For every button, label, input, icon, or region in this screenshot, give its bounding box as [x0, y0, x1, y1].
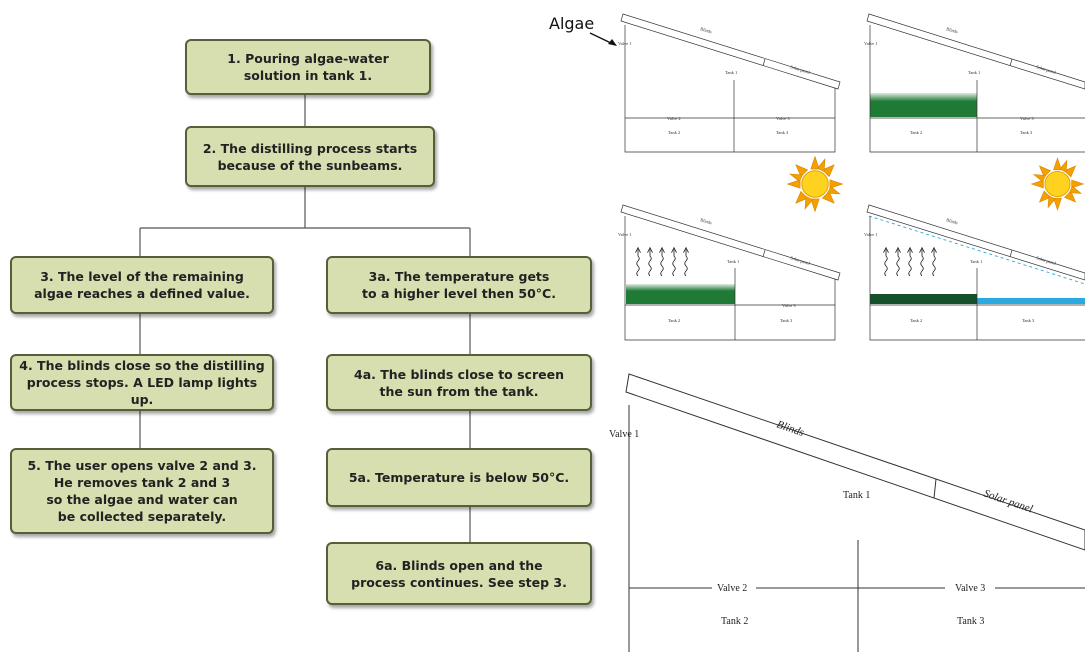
- flowchart-connectors: [139, 94, 471, 543]
- step-1-box: 1. Pouring algae-water solution in tank …: [185, 39, 431, 95]
- mini1-valve1: Valve 1: [618, 41, 632, 46]
- step-5a-box: 5a. Temperature is below 50°C.: [326, 448, 592, 507]
- mini1-tank3: Tank 3: [776, 130, 789, 135]
- step-5a-text: 5a. Temperature is below 50°C.: [348, 470, 570, 485]
- vapor-arrow-icon: [919, 247, 925, 276]
- sun-icon: [787, 156, 843, 212]
- vapor-arrow-icon: [895, 247, 901, 276]
- mini-diagram-3: [620, 204, 841, 341]
- mini1-valve2: Valve 2: [667, 116, 681, 121]
- mini4-blinds: Blinds: [946, 217, 959, 225]
- mini4-valve1: Valve 1: [864, 232, 878, 237]
- mini3-blinds: Blinds: [700, 217, 713, 225]
- large-diagram: [625, 373, 1085, 652]
- tank3-label: Tank 3: [957, 616, 984, 627]
- sun-icon: [1031, 157, 1084, 211]
- mini3-solar: Solar panel: [790, 255, 812, 266]
- mini4-water-fill: [977, 298, 1085, 304]
- mini-diagram-4: [866, 204, 1085, 341]
- mini1-valve3: Valve 3: [776, 116, 790, 121]
- mini2-blinds: Blinds: [946, 26, 959, 34]
- vapor-arrow-icon: [883, 247, 889, 276]
- mini4-tank2: Tank 2: [910, 318, 922, 323]
- mini1-tank1: Tank 1: [725, 70, 737, 75]
- vapor-arrow-icon: [671, 247, 677, 276]
- mini4-algae-fill: [870, 294, 977, 304]
- step-6a-text: 6a. Blinds open and the process continue…: [351, 557, 567, 590]
- mini3-tank2: Tank 2: [668, 318, 680, 323]
- mini3-tank1: Tank 1: [727, 259, 739, 264]
- mini2-algae-fill: [870, 93, 977, 117]
- step-5-box: 5. The user opens valve 2 and 3. He remo…: [10, 448, 274, 534]
- mini2-tank3: Tank 3: [1020, 130, 1033, 135]
- mini2-tank2: Tank 2: [910, 130, 922, 135]
- mini2-valve3: Valve 3: [1020, 116, 1034, 121]
- mini1-solar: Solar panel: [790, 64, 812, 75]
- mini2-tank1: Tank 1: [968, 70, 980, 75]
- step-2-box: 2. The distilling process starts because…: [185, 126, 435, 187]
- mini3-valve1: Valve 1: [618, 232, 632, 237]
- vapor-arrow-icon: [659, 247, 665, 276]
- valve2-label: Valve 2: [717, 583, 747, 594]
- step-3a-text: 3a. The temperature gets to a higher lev…: [362, 269, 556, 301]
- mini2-valve1: Valve 1: [864, 41, 878, 46]
- mini-diagram-2: [866, 13, 1085, 153]
- vapor-arrow-icon: [931, 247, 937, 276]
- vapor-arrow-icon: [907, 247, 913, 276]
- step-1-text: 1. Pouring algae-water solution in tank …: [227, 51, 389, 83]
- tank2-label: Tank 2: [721, 616, 748, 627]
- valve1-label: Valve 1: [609, 429, 639, 440]
- mini4-tank3: Tank 3: [1022, 318, 1035, 323]
- step-3-box: 3. The level of the remaining algae reac…: [10, 256, 274, 314]
- step-4-box: 4. The blinds close so the distilling pr…: [10, 354, 274, 411]
- mini3-algae-fill: [626, 284, 735, 304]
- mini4-tank1: Tank 1: [970, 259, 982, 264]
- mini-diagram-1: [620, 13, 841, 153]
- vapor-arrow-icon: [635, 247, 641, 276]
- step-4-text: 4. The blinds close so the distilling pr…: [19, 358, 265, 407]
- valve3-label: Valve 3: [955, 583, 985, 594]
- step-4a-box: 4a. The blinds close to screen the sun f…: [326, 354, 592, 411]
- step-5-text: 5. The user opens valve 2 and 3. He remo…: [27, 458, 257, 524]
- mini2-solar: Solar panel: [1036, 64, 1058, 75]
- mini3-tank3: Tank 3: [780, 318, 793, 323]
- vapor-arrow-icon: [647, 247, 653, 276]
- step-3a-box: 3a. The temperature gets to a higher lev…: [326, 256, 592, 314]
- step-2-text: 2. The distilling process starts because…: [202, 140, 418, 173]
- step-6a-box: 6a. Blinds open and the process continue…: [326, 542, 592, 605]
- algae-label: Algae: [549, 14, 594, 33]
- mini1-tank2: Tank 2: [668, 130, 680, 135]
- step-3-text: 3. The level of the remaining algae reac…: [34, 269, 250, 301]
- step-4a-text: 4a. The blinds close to screen the sun f…: [354, 366, 564, 399]
- mini3-valve3: Valve 3: [782, 303, 796, 308]
- tank1-label: Tank 1: [843, 490, 870, 501]
- mini1-blinds: Blinds: [700, 26, 713, 34]
- vapor-arrow-icon: [683, 247, 689, 276]
- mini4-solar: Solar panel: [1036, 255, 1058, 266]
